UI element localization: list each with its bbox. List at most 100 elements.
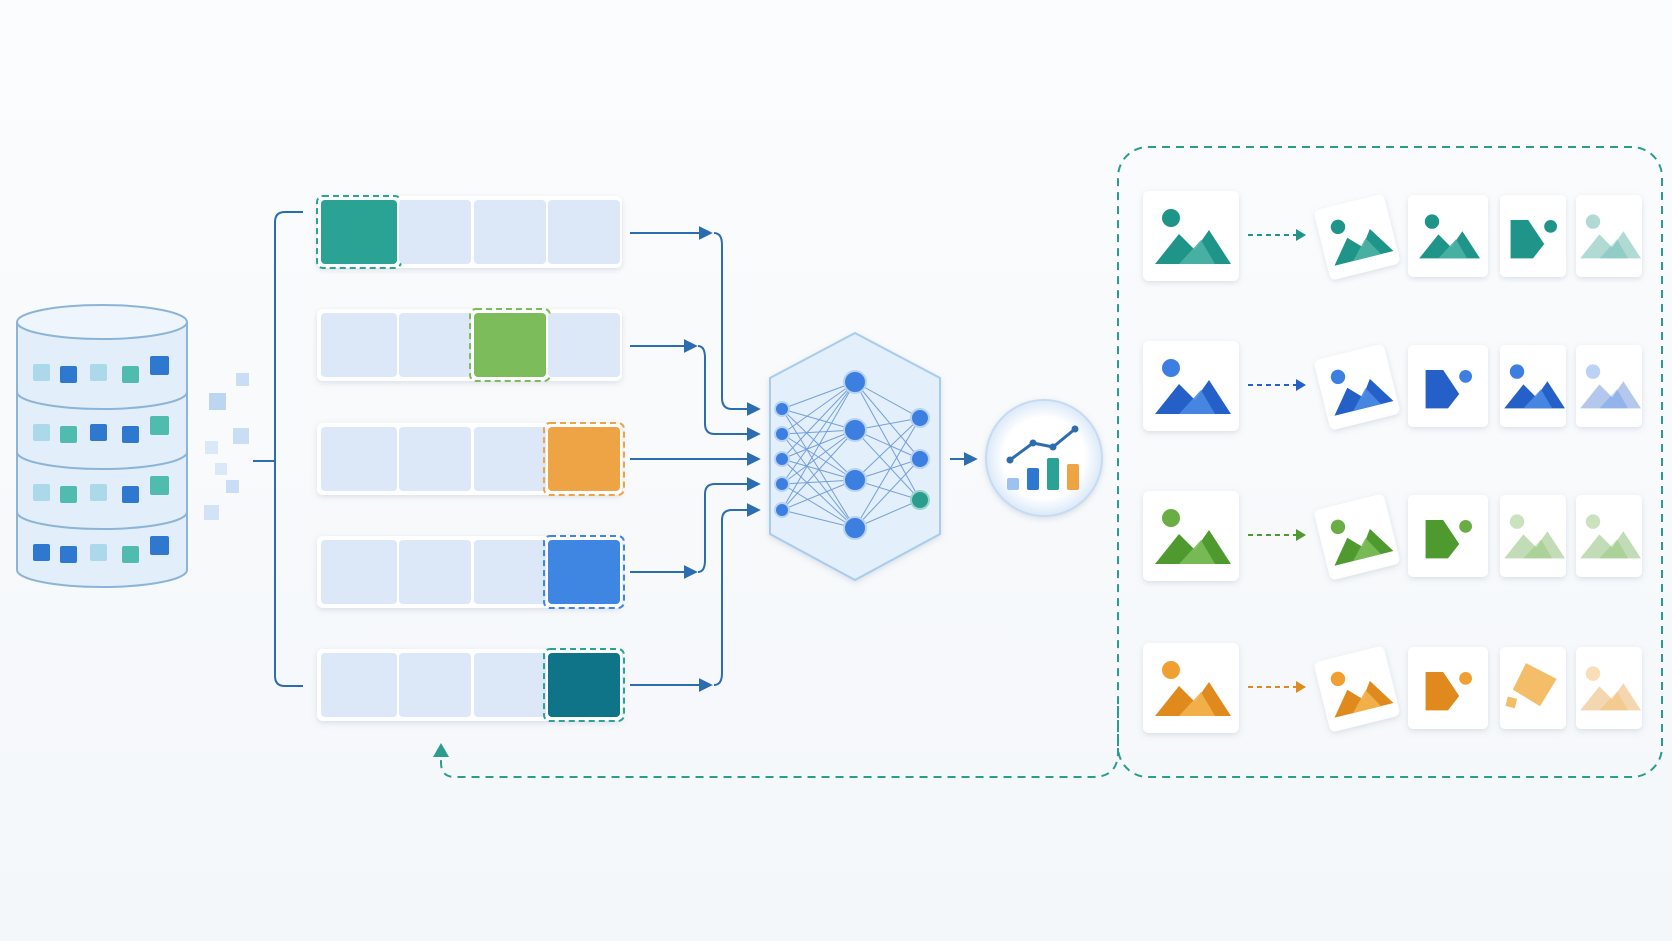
- highlighted-slot: [548, 540, 620, 604]
- slot-outline: [543, 422, 625, 496]
- augmented-image-card: [1576, 345, 1642, 427]
- network-edge: [781, 429, 856, 485]
- augmented-image-card: [1500, 345, 1566, 427]
- image-thumbnail-icon: [1580, 364, 1641, 409]
- split-bracket: [253, 211, 303, 687]
- image-thumbnail-icon: [1425, 370, 1472, 409]
- database-cell: [150, 476, 169, 495]
- augmentation-rows: [1143, 191, 1642, 733]
- image-thumbnail-icon: [1419, 214, 1480, 259]
- sequence-slot: [321, 540, 397, 604]
- image-thumbnail-icon: [1314, 194, 1400, 280]
- sequence-row: [317, 308, 622, 382]
- neural-network-icon: [769, 331, 941, 582]
- feedback-arrowhead: [433, 743, 449, 757]
- chart-trend-icon: [985, 399, 1103, 517]
- database-cell: [60, 366, 77, 383]
- network-node: [774, 476, 790, 492]
- network-node: [774, 426, 790, 442]
- network-edge: [781, 408, 856, 431]
- highlighted-slot: [548, 427, 620, 491]
- image-thumbnail-icon: [1155, 509, 1231, 564]
- sequence-slot: [321, 427, 397, 491]
- network-edge: [781, 381, 856, 410]
- network-edge: [781, 483, 856, 529]
- highlighted-slot: [321, 200, 397, 264]
- network-edge: [781, 381, 856, 485]
- network-edge: [781, 433, 856, 529]
- sequence-slot: [399, 200, 471, 264]
- network-node: [910, 490, 930, 510]
- network-edge: [781, 381, 856, 511]
- highlighted-slot: [548, 653, 620, 717]
- augmented-image-card: [1314, 646, 1400, 732]
- database-cell: [150, 416, 169, 435]
- image-thumbnail-icon: [1314, 646, 1400, 732]
- augment-arrowhead: [1296, 229, 1306, 241]
- augmentation-panel: [1117, 146, 1663, 778]
- sequence-slot: [474, 653, 546, 717]
- augmentation-row: [1143, 191, 1642, 281]
- original-image-card: [1143, 341, 1239, 431]
- database-cell: [122, 426, 139, 443]
- augmented-image-card: [1576, 495, 1642, 577]
- augmented-image-card: [1408, 495, 1488, 577]
- augmented-image-card: [1576, 647, 1642, 729]
- augmentation-row: [1143, 643, 1642, 733]
- badge-bar: [1027, 468, 1039, 490]
- database-cell: [90, 544, 107, 561]
- augmented-image-card: [1576, 195, 1642, 277]
- sequence-row: [317, 648, 625, 722]
- augmented-image-card: [1500, 647, 1566, 729]
- database-cell: [122, 366, 139, 383]
- network-edge: [781, 458, 856, 529]
- network-node: [774, 451, 790, 467]
- sequence-rows: [316, 195, 625, 722]
- network-edge: [781, 479, 856, 485]
- image-thumbnail-icon: [1580, 514, 1641, 559]
- sequence-slot: [548, 200, 620, 264]
- database-cylinder-icon: [16, 304, 188, 588]
- sequence-slot: [399, 540, 471, 604]
- network-node: [843, 468, 867, 492]
- network-edge: [854, 381, 921, 501]
- slot-outline: [469, 308, 551, 382]
- slot-outline: [543, 648, 625, 722]
- database-cell: [90, 484, 107, 501]
- database-cell: [60, 486, 77, 503]
- network-edge: [781, 381, 856, 435]
- database-cell: [33, 364, 50, 381]
- slot-outline: [543, 535, 625, 609]
- database-cell: [33, 424, 50, 441]
- image-thumbnail-icon: [1510, 220, 1557, 259]
- augment-arrowhead: [1296, 529, 1306, 541]
- database-cell: [90, 424, 107, 441]
- sequence-slot: [548, 313, 620, 377]
- network-edge: [781, 408, 856, 529]
- image-thumbnail-icon: [1155, 661, 1231, 716]
- image-thumbnail-icon: [1580, 214, 1641, 259]
- sequence-slot: [399, 653, 471, 717]
- badge-bar: [1067, 464, 1079, 490]
- feedback-loop-arrow: [440, 706, 1119, 778]
- network-edge: [854, 381, 921, 419]
- network-edge: [854, 381, 921, 460]
- network-node: [843, 516, 867, 540]
- database-cell: [60, 546, 77, 563]
- augmented-image-card: [1408, 195, 1488, 277]
- network-edge: [854, 417, 921, 481]
- sequence-row: [317, 535, 625, 609]
- network-edge: [781, 429, 856, 460]
- network-edge: [854, 417, 921, 529]
- augmented-image-card: [1314, 494, 1400, 580]
- original-image-card: [1143, 191, 1239, 281]
- sequence-row: [317, 422, 625, 496]
- sequence-slot: [474, 200, 546, 264]
- network-node: [843, 370, 867, 394]
- network-edge: [781, 509, 856, 529]
- augmented-image-card: [1408, 345, 1488, 427]
- augmented-image-card: [1500, 195, 1566, 277]
- image-thumbnail-icon: [1504, 514, 1565, 559]
